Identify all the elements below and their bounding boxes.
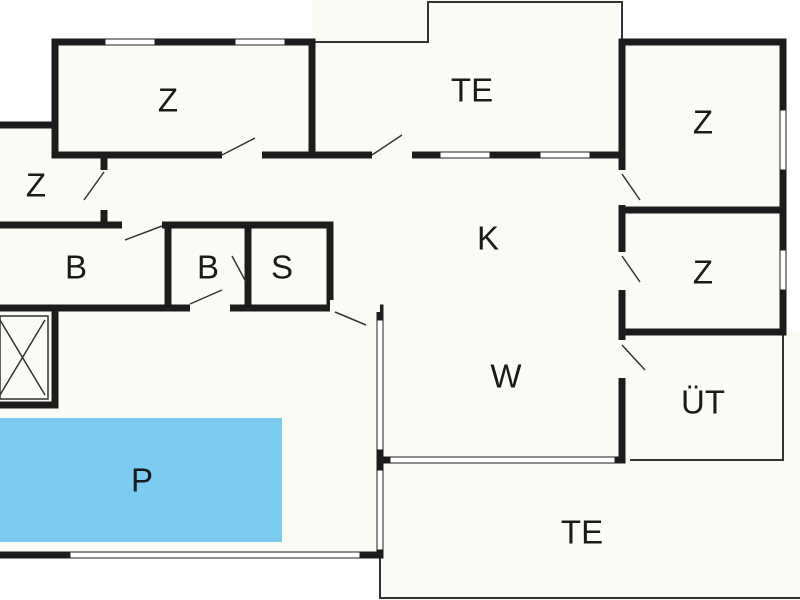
room-p: P	[131, 462, 153, 499]
door-gap-w-left	[330, 300, 380, 312]
door-gap-z-top-left	[222, 151, 262, 159]
floor-top-block	[55, 0, 618, 225]
window-2	[234, 38, 286, 46]
door-swing-8	[621, 255, 641, 283]
room-ut: ÜT	[681, 384, 725, 421]
floor-terrace-bottom	[380, 332, 800, 600]
door-gap-ut	[618, 340, 626, 378]
shaft-diagonal-2	[0, 319, 46, 396]
door-openings	[100, 151, 626, 378]
door-swing-10	[334, 311, 367, 326]
door-swing-1	[221, 137, 256, 156]
door-gap-z-mid-right	[618, 252, 626, 290]
door-swing-7	[621, 173, 641, 201]
door-gap-z-top-right	[618, 170, 626, 205]
wall-z-left-top	[0, 121, 59, 159]
room-te-top: TE	[451, 72, 493, 109]
window-8	[376, 469, 384, 551]
window-10	[69, 551, 361, 559]
room-z-mid-right: Z	[693, 254, 713, 291]
room-k: K	[477, 220, 499, 257]
window-7	[376, 319, 384, 451]
room-w: W	[490, 358, 522, 395]
wall-shaft	[0, 304, 59, 409]
room-b-left: B	[65, 249, 87, 286]
shaft-inner-box	[0, 315, 49, 400]
room-z-top-left: Z	[158, 82, 178, 119]
room-b-small: B	[197, 249, 219, 286]
window-5	[779, 109, 787, 171]
wall-right-block	[618, 38, 787, 336]
door-gap-te	[372, 151, 412, 159]
room-labels: Z TE Z Z K B B S Z W ÜT P TE	[26, 72, 725, 551]
floor-right-block	[618, 42, 783, 332]
window-3	[439, 151, 491, 159]
door-swing-9	[621, 344, 646, 371]
door-gap-b-small	[190, 304, 230, 312]
door-swings	[83, 134, 646, 371]
room-z-top-right: Z	[693, 104, 713, 141]
door-swing-5	[189, 289, 223, 305]
room-z-left: Z	[26, 167, 46, 204]
terrace-top-outline	[312, 1, 623, 43]
ut-outline	[630, 332, 784, 461]
door-swing-4	[124, 225, 163, 241]
door-swing-3	[83, 171, 105, 201]
door-gap-b-left	[122, 221, 162, 229]
windows	[69, 38, 787, 559]
window-9	[389, 456, 616, 464]
window-4	[539, 151, 591, 159]
pool-area	[0, 418, 282, 542]
room-te-bottom: TE	[561, 514, 603, 551]
door-gap-z-left	[100, 170, 108, 210]
floor-z-left-strip	[0, 125, 55, 225]
door-swing-6	[231, 255, 247, 283]
floor-ut	[622, 332, 783, 460]
room-s: S	[271, 249, 293, 286]
window-6	[779, 249, 787, 291]
door-swing-2	[371, 134, 403, 156]
shaft-cross	[0, 315, 49, 400]
window-1	[104, 38, 156, 46]
